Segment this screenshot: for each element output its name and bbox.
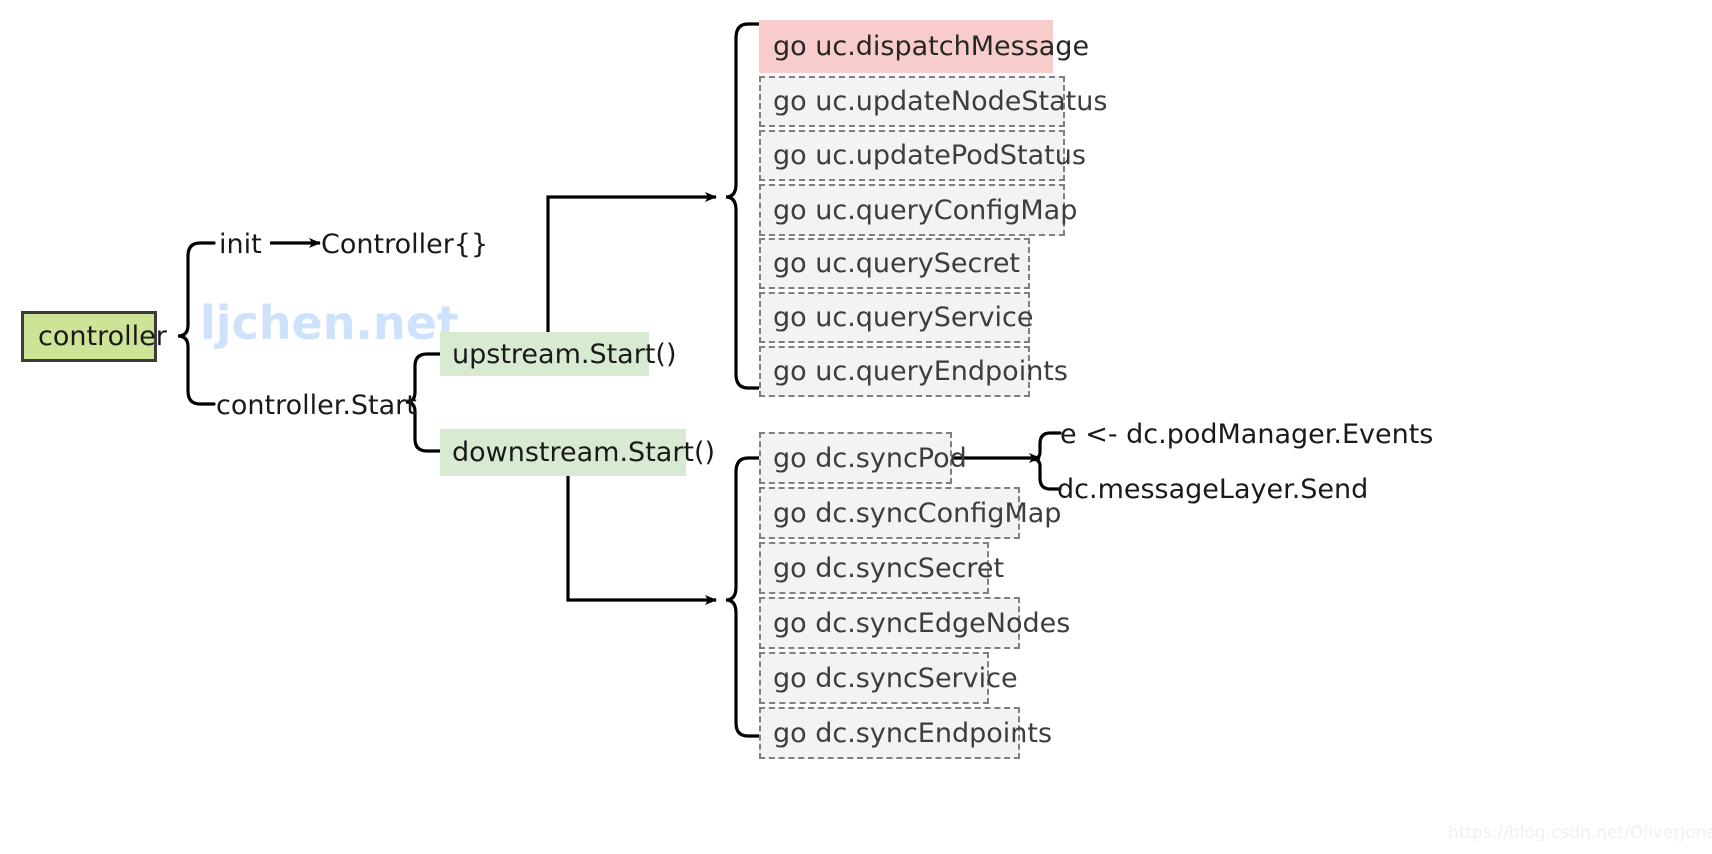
node-controller-start[interactable]: controller.Start bbox=[216, 390, 417, 420]
goroutine-dc-syncservice[interactable]: go dc.syncService bbox=[759, 652, 1018, 704]
brace-syncpod-details bbox=[1031, 431, 1062, 491]
node-init[interactable]: init bbox=[219, 229, 262, 259]
node-controller-struct[interactable]: Controller{} bbox=[321, 229, 488, 259]
detail-podmanager-events[interactable]: e <- dc.podManager.Events bbox=[1060, 419, 1433, 449]
goroutine-dc-syncconfigmap-label: go dc.syncConfigMap bbox=[773, 497, 1062, 529]
node-downstream-start-label: downstream.Start() bbox=[452, 437, 716, 468]
node-init-label: init bbox=[219, 228, 262, 260]
goroutine-uc-queryendpoints-label: go uc.queryEndpoints bbox=[773, 356, 1068, 387]
goroutine-dc-syncservice-label: go dc.syncService bbox=[773, 662, 1018, 694]
goroutine-uc-queryconfigmap-label: go uc.queryConfigMap bbox=[773, 194, 1078, 226]
goroutine-uc-dispatchmessage-label: go uc.dispatchMessage bbox=[773, 31, 1090, 62]
connector-upstream-to-uc bbox=[546, 192, 717, 332]
goroutine-dc-syncedgenodes[interactable]: go dc.syncEdgeNodes bbox=[759, 597, 1070, 649]
node-controller-struct-label: Controller{} bbox=[321, 228, 489, 260]
connector-downstream-to-dc bbox=[566, 476, 717, 605]
goroutine-uc-querysecret-label: go uc.querySecret bbox=[773, 248, 1021, 279]
goroutine-dc-syncpod-label: go dc.syncPod bbox=[773, 442, 967, 474]
goroutine-uc-queryservice[interactable]: go uc.queryService bbox=[759, 292, 1034, 343]
node-controller-root[interactable]: controller bbox=[21, 311, 167, 362]
goroutine-uc-dispatchmessage[interactable]: go uc.dispatchMessage bbox=[759, 20, 1089, 73]
goroutine-uc-updatenodestatus[interactable]: go uc.updateNodeStatus bbox=[759, 76, 1107, 127]
goroutine-uc-queryservice-label: go uc.queryService bbox=[773, 302, 1034, 333]
goroutine-dc-syncpod[interactable]: go dc.syncPod bbox=[759, 432, 967, 484]
goroutine-uc-querysecret[interactable]: go uc.querySecret bbox=[759, 238, 1030, 289]
brace-dc-goroutines bbox=[725, 456, 764, 738]
node-downstream-start[interactable]: downstream.Start() bbox=[440, 429, 715, 476]
goroutine-uc-queryendpoints[interactable]: go uc.queryEndpoints bbox=[759, 346, 1068, 397]
detail-podmanager-events-label: e <- dc.podManager.Events bbox=[1060, 418, 1434, 450]
node-upstream-start[interactable]: upstream.Start() bbox=[440, 332, 676, 376]
node-controller-root-label: controller bbox=[38, 321, 167, 352]
goroutine-dc-syncconfigmap[interactable]: go dc.syncConfigMap bbox=[759, 487, 1061, 539]
goroutine-dc-syncsecret-label: go dc.syncSecret bbox=[773, 552, 1005, 584]
detail-messagelayer-send[interactable]: dc.messageLayer.Send bbox=[1057, 474, 1368, 504]
watermark-brand: ljchen.net bbox=[200, 296, 459, 350]
goroutine-dc-syncendpoints-label: go dc.syncEndpoints bbox=[773, 717, 1053, 749]
node-controller-start-label: controller.Start bbox=[216, 389, 417, 421]
goroutine-uc-queryconfigmap[interactable]: go uc.queryConfigMap bbox=[759, 184, 1077, 236]
goroutine-uc-updatenodestatus-label: go uc.updateNodeStatus bbox=[773, 86, 1108, 117]
goroutine-dc-syncsecret[interactable]: go dc.syncSecret bbox=[759, 542, 1004, 594]
detail-messagelayer-send-label: dc.messageLayer.Send bbox=[1057, 473, 1369, 505]
watermark-url: https://blog.csdn.net/OliverJonas bbox=[1448, 823, 1712, 843]
brace-uc-goroutines bbox=[725, 22, 764, 390]
goroutine-dc-syncedgenodes-label: go dc.syncEdgeNodes bbox=[773, 607, 1071, 639]
goroutine-dc-syncendpoints[interactable]: go dc.syncEndpoints bbox=[759, 707, 1052, 759]
node-upstream-start-label: upstream.Start() bbox=[452, 338, 677, 370]
goroutine-uc-updatepodstatus-label: go uc.updatePodStatus bbox=[773, 140, 1086, 171]
goroutine-uc-updatepodstatus[interactable]: go uc.updatePodStatus bbox=[759, 130, 1086, 181]
